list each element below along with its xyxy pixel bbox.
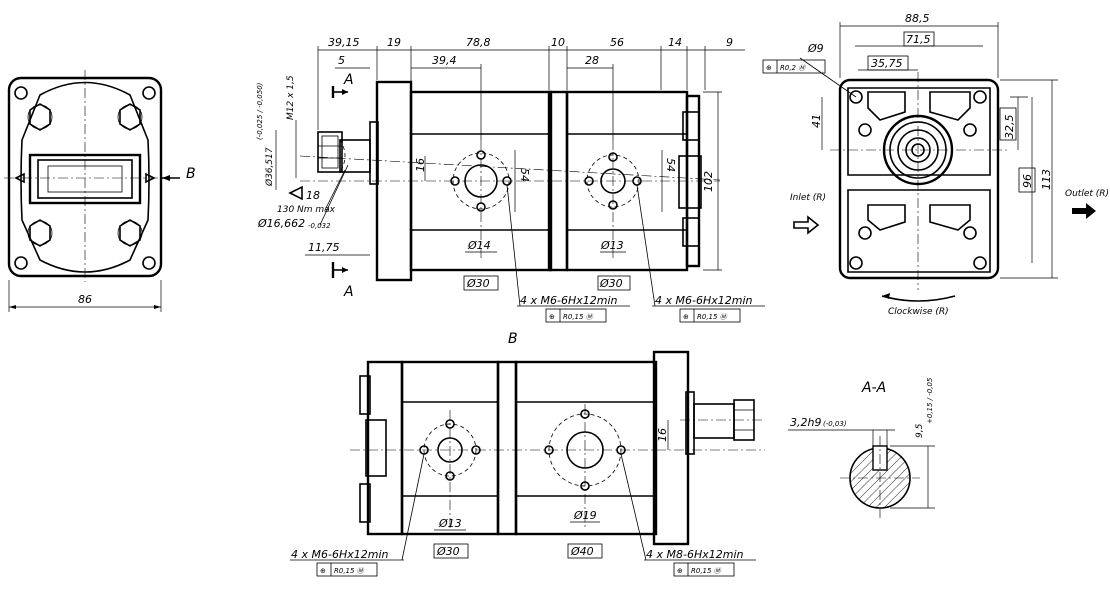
dim-102: 102 bbox=[702, 171, 715, 192]
svg-text:⊕: ⊕ bbox=[683, 313, 689, 321]
dia-14: Ø14 bbox=[467, 239, 491, 252]
shaft-small-diameter: Ø16,662 bbox=[257, 217, 305, 230]
svg-text:⊕: ⊕ bbox=[320, 567, 326, 575]
dim-32-5: 32,5 bbox=[1003, 115, 1016, 140]
box-40: Ø40 bbox=[570, 545, 594, 558]
dim-39-15: 39,15 bbox=[328, 36, 360, 49]
dim-86: 86 bbox=[78, 293, 92, 306]
section-a-bottom-label: A bbox=[343, 284, 354, 300]
pos-tol-d: R0,15 Ⓜ bbox=[691, 567, 722, 575]
port-note-b: 4 x M6-6Hx12min bbox=[655, 294, 753, 307]
pos-tol-b: R0,15 Ⓜ bbox=[697, 313, 728, 321]
dim-19: 19 bbox=[387, 36, 401, 49]
box-30-a: Ø30 bbox=[466, 277, 490, 290]
key-depth: 9,5 bbox=[915, 423, 925, 438]
dia-9-hole: Ø9 bbox=[807, 42, 824, 55]
top-side-view: A A 39,15 19 78,8 10 56 14 9 5 39,4 28 M… bbox=[256, 36, 765, 323]
inlet-label: Inlet (R) bbox=[790, 193, 826, 203]
section-a-a: A-A 3,2h9 (-0,03) 9,5 +0,15 / -0,05 bbox=[788, 377, 935, 520]
pos-tol-a: R0,15 Ⓜ bbox=[563, 313, 594, 321]
view-b-title: B bbox=[508, 331, 518, 347]
left-end-view: B 86 bbox=[4, 70, 196, 312]
clockwise-label: Clockwise (R) bbox=[888, 307, 949, 317]
pos-tol-front: R0,2 Ⓜ bbox=[780, 64, 806, 72]
dim-54-b: 54 bbox=[664, 158, 677, 172]
section-a-top-label: A bbox=[343, 72, 354, 88]
right-front-view: 88,5 71,5 35,75 Ø9 ⊕ R0,2 Ⓜ 41 32,5 96 1… bbox=[762, 12, 1109, 317]
port-note-c: 4 x M6-6Hx12min bbox=[291, 548, 389, 561]
shaft-tolerance: (-0,025 / -0,050) bbox=[256, 82, 264, 140]
view-label-b: B bbox=[186, 166, 196, 182]
dim-113: 113 bbox=[1040, 169, 1053, 190]
dim-88-5: 88,5 bbox=[905, 12, 930, 25]
dim-78-8: 78,8 bbox=[466, 36, 491, 49]
key-width: 3,2h9 bbox=[790, 416, 821, 429]
dim-18: 18 bbox=[306, 189, 320, 202]
port-note-d: 4 x M8-6Hx12min bbox=[646, 548, 744, 561]
svg-text:⊕: ⊕ bbox=[677, 567, 683, 575]
dim-35-75: 35,75 bbox=[871, 57, 903, 70]
outlet-label: Outlet (R) bbox=[1065, 189, 1109, 199]
svg-text:⊕: ⊕ bbox=[766, 64, 772, 72]
dim-28: 28 bbox=[585, 54, 599, 67]
pos-tol-c: R0,15 Ⓜ bbox=[334, 567, 365, 575]
dia-13-top: Ø13 bbox=[600, 239, 624, 252]
box-30-c: Ø30 bbox=[436, 545, 460, 558]
dim-9: 9 bbox=[726, 36, 733, 49]
dim-16-bottom: 16 bbox=[656, 428, 669, 442]
dim-96: 96 bbox=[1021, 174, 1034, 188]
section-a-a-title: A-A bbox=[861, 380, 886, 396]
port-note-a: 4 x M6-6Hx12min bbox=[520, 294, 618, 307]
dim-16-top: 16 bbox=[414, 158, 427, 172]
torque-note: 130 Nm max bbox=[277, 205, 336, 215]
dim-41: 41 bbox=[810, 114, 823, 128]
dim-54-a: 54 bbox=[518, 168, 531, 182]
dim-5: 5 bbox=[338, 54, 345, 67]
dim-39-4: 39,4 bbox=[432, 54, 457, 67]
key-tolerance: (-0,03) bbox=[823, 420, 847, 428]
shaft-small-tolerance: -0,032 bbox=[308, 222, 331, 230]
dim-10: 10 bbox=[551, 36, 565, 49]
thread-shaft: M12 x 1,5 bbox=[286, 75, 296, 120]
key-depth-tolerance: +0,15 / -0,05 bbox=[926, 377, 934, 424]
dim-56: 56 bbox=[610, 36, 624, 49]
dim-71-5: 71,5 bbox=[906, 33, 931, 46]
dim-11-75: 11,75 bbox=[308, 241, 340, 254]
dia-13-bottom: Ø13 bbox=[438, 517, 462, 530]
dim-14: 14 bbox=[668, 36, 682, 49]
dia-19: Ø19 bbox=[573, 509, 597, 522]
bottom-view-b: B bbox=[290, 331, 765, 577]
box-30-b: Ø30 bbox=[599, 277, 623, 290]
shaft-diameter: Ø36,517 bbox=[264, 147, 275, 187]
svg-text:⊕: ⊕ bbox=[549, 313, 555, 321]
